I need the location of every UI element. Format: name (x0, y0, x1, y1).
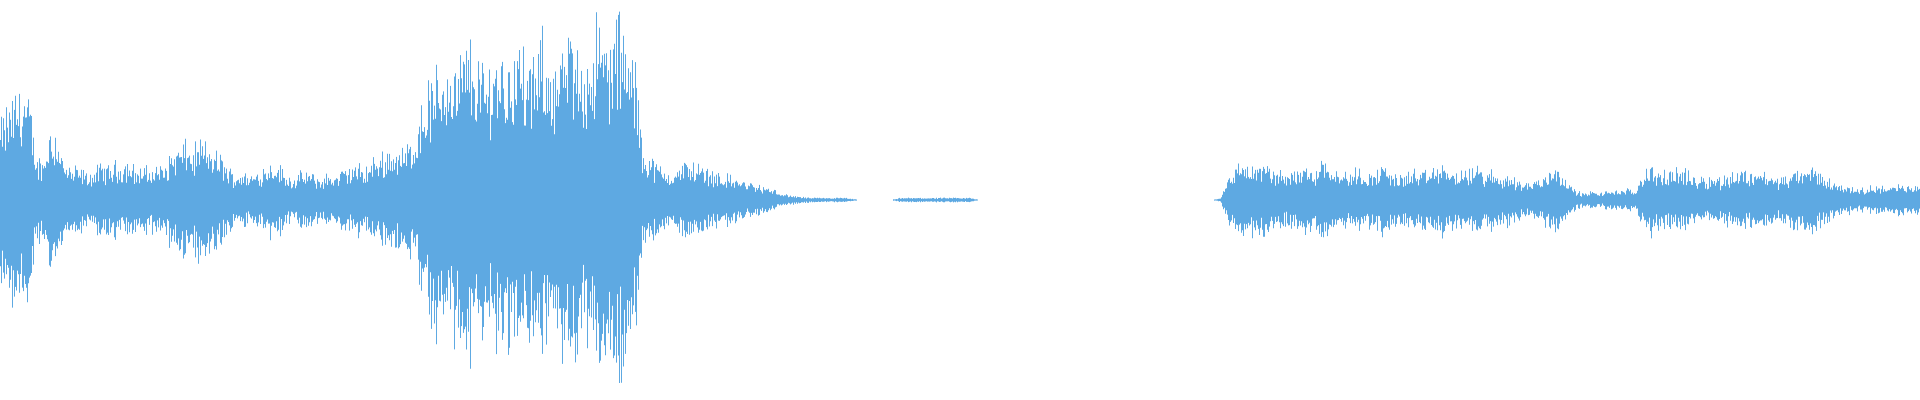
waveform-path (0, 11, 1920, 383)
waveform-bars (0, 11, 1920, 383)
